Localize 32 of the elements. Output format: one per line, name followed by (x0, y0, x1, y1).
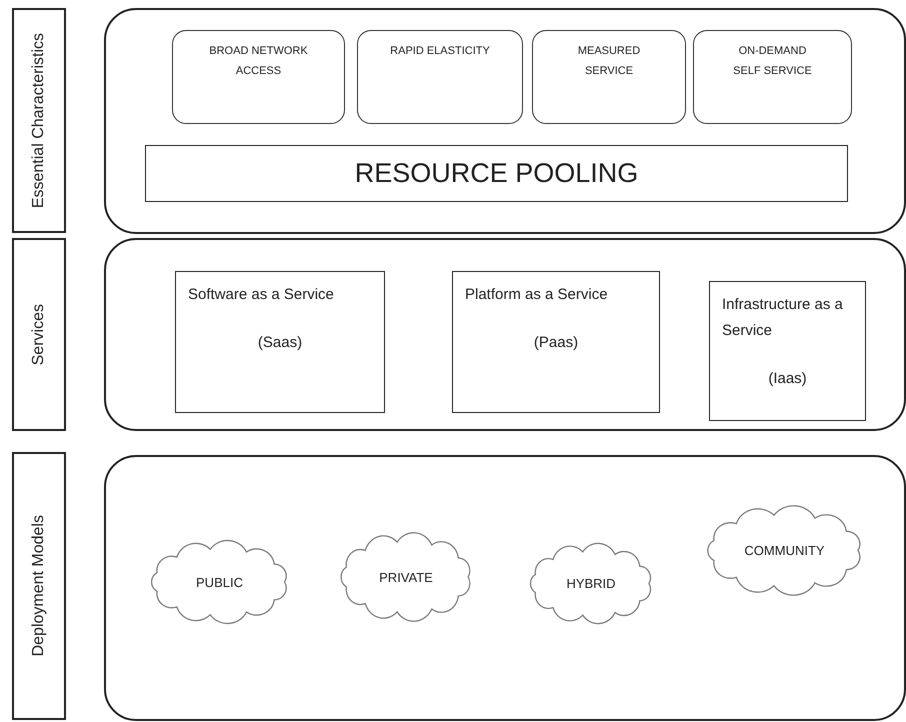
characteristic-box (172, 30, 345, 124)
section-title: Deployment Models (29, 515, 48, 657)
service-abbreviation: (Paas) (534, 333, 578, 353)
service-name: Platform as a Service (465, 285, 609, 305)
service-name: Infrastructure as a Service (722, 295, 844, 341)
section-label-box (12, 452, 66, 720)
section-title: Services (29, 304, 48, 366)
section-label-box (12, 8, 66, 233)
characteristic-label: RAPID ELASTICITY (389, 44, 491, 59)
characteristic-box (532, 30, 686, 124)
cloud-label: COMMUNITY (744, 543, 825, 558)
layer-panel (104, 8, 906, 234)
characteristic-label: MEASURED SERVICE (576, 44, 642, 79)
characteristic-label: ON-DEMAND SELF SERVICE (732, 44, 813, 79)
service-abbreviation: (Saas) (258, 333, 302, 353)
resource-pool-bar (145, 145, 848, 202)
section-label-box (12, 238, 66, 431)
characteristic-label: BROAD NETWORK ACCESS (208, 44, 309, 79)
characteristic-box (693, 30, 852, 124)
cloud-label: PRIVATE (379, 570, 433, 584)
cloud-label: HYBRID (566, 576, 616, 591)
service-abbreviation: (Iaas) (768, 369, 807, 389)
layer-panel (104, 238, 906, 431)
layer-panel (104, 455, 906, 721)
section-title: Essential Characteristics (29, 32, 48, 208)
service-box (175, 271, 385, 413)
service-box (452, 271, 660, 413)
service-name: Software as a Service (188, 285, 335, 305)
characteristic-box (357, 30, 523, 124)
bar-label: RESOURCE POOLING (354, 158, 638, 189)
cloud-label: PUBLIC (196, 574, 243, 590)
service-box (709, 281, 866, 421)
